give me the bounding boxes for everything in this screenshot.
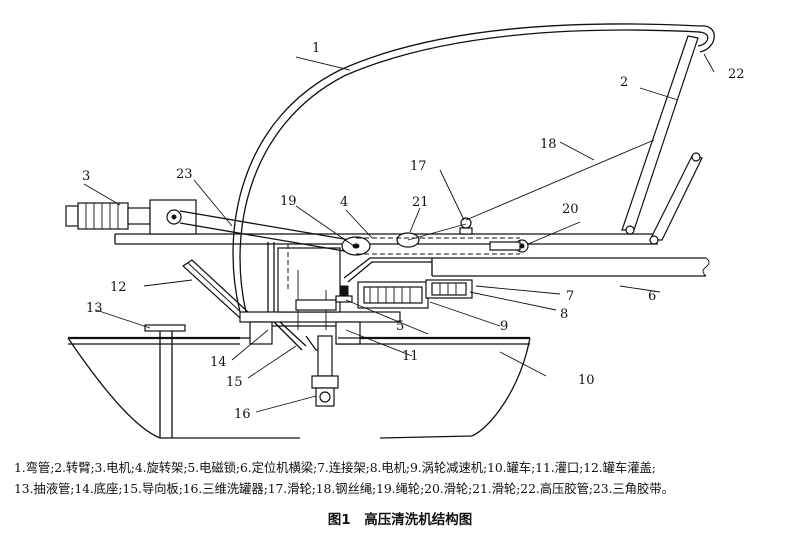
legend-line-1: 1.弯管;2.转臂;3.电机;4.旋转架;5.电磁锁;6.定位机横梁;7.连接架… <box>14 460 656 475</box>
base <box>239 311 401 345</box>
internal-dashes <box>287 237 520 290</box>
label-11: 11 <box>402 349 419 364</box>
leader-lines <box>83 53 715 413</box>
label-18: 18 <box>540 137 557 152</box>
label-4: 4 <box>340 195 348 210</box>
structure-diagram: 1 2 3 23 19 4 21 17 18 20 22 12 13 6 7 8… <box>65 23 745 439</box>
label-5: 5 <box>396 319 404 334</box>
label-20: 20 <box>562 202 579 217</box>
label-8: 8 <box>560 307 568 322</box>
label-19: 19 <box>280 194 297 209</box>
label-12: 12 <box>110 280 127 295</box>
label-17: 17 <box>410 159 427 174</box>
rope-wheel <box>341 236 371 256</box>
label-6: 6 <box>648 289 656 304</box>
rotary-frame <box>267 242 341 330</box>
pulley-20 <box>489 239 529 253</box>
tank-truck <box>67 336 531 439</box>
worm-gear-reducer <box>357 281 429 309</box>
bent-pipe <box>232 23 701 313</box>
label-3: 3 <box>82 169 90 184</box>
rotating-arm <box>114 35 703 245</box>
label-15: 15 <box>226 375 243 390</box>
pulley-17 <box>459 217 473 235</box>
suction-pipe <box>144 324 186 438</box>
tank-washer-3d <box>305 335 339 407</box>
legend-line-2: 13.抽液管;14.底座;15.导向板;16.三维洗罐器;17.滑轮;18.钢丝… <box>14 481 674 496</box>
figure-caption: 图1 高压清洗机结构图 <box>327 512 473 528</box>
label-7: 7 <box>566 289 574 304</box>
label-21: 21 <box>412 195 429 210</box>
steel-wire-rope <box>407 139 655 241</box>
positioning-beam <box>431 257 710 277</box>
label-16: 16 <box>234 407 251 422</box>
label-13: 13 <box>86 301 103 316</box>
motor-lower <box>425 279 473 299</box>
label-1: 1 <box>312 41 320 56</box>
electromagnetic-lock <box>335 285 353 303</box>
connecting-frame <box>343 257 432 283</box>
label-2: 2 <box>620 75 628 90</box>
label-14: 14 <box>210 355 227 370</box>
motor-upper <box>65 199 197 235</box>
tank-lid <box>182 259 249 319</box>
guide-plate <box>273 321 307 351</box>
label-9: 9 <box>500 319 508 334</box>
label-22: 22 <box>728 67 745 82</box>
high-pressure-hose <box>697 25 715 53</box>
v-belt <box>179 210 351 253</box>
label-10: 10 <box>578 373 595 388</box>
label-23: 23 <box>176 167 193 182</box>
